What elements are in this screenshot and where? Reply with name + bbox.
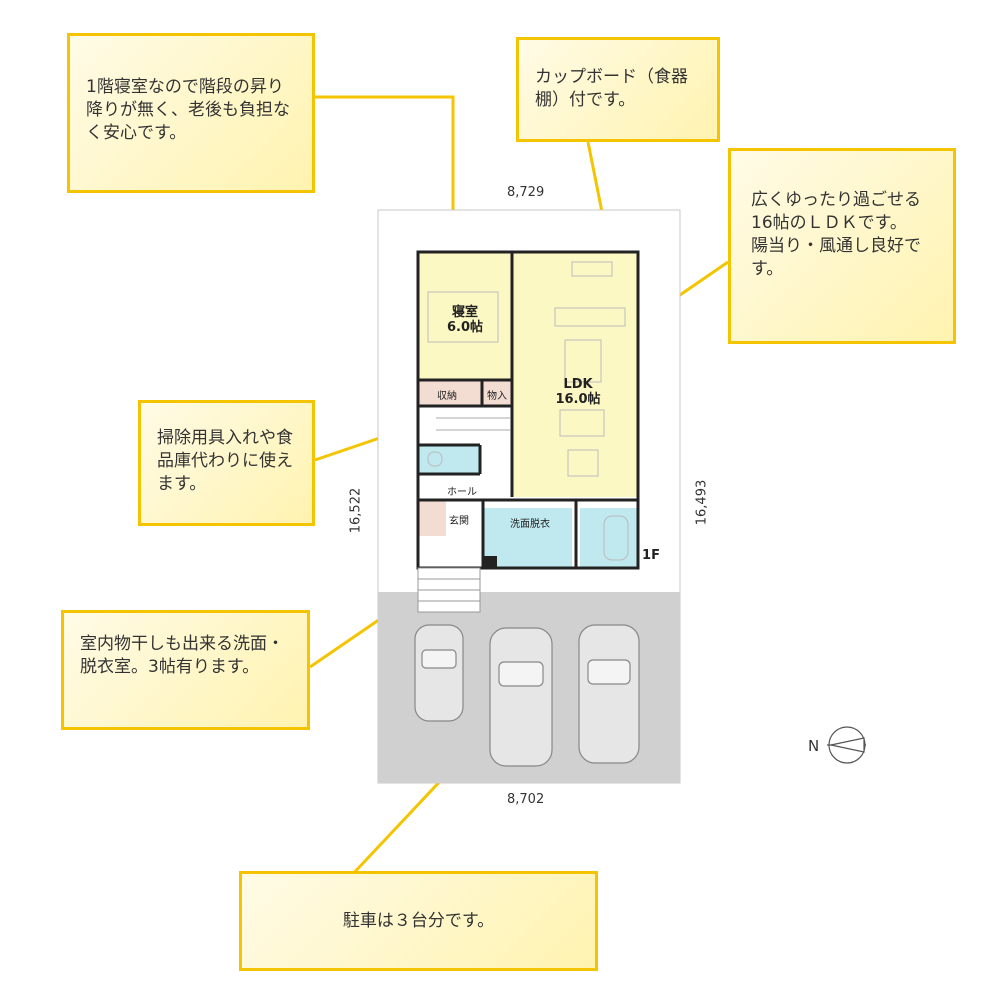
ldk-name: LDK bbox=[563, 377, 593, 392]
storage-area bbox=[418, 380, 482, 406]
compass-label: N bbox=[808, 737, 820, 755]
floor-label: 1F bbox=[642, 548, 660, 563]
dining-table bbox=[564, 339, 602, 383]
bed-outline bbox=[427, 291, 499, 343]
entrance-door-block bbox=[483, 556, 497, 568]
storage-label: 収納 bbox=[437, 391, 457, 402]
bedroom-area bbox=[418, 252, 512, 380]
washroom-area bbox=[483, 508, 572, 568]
closet-label: 物入 bbox=[487, 391, 507, 402]
closet-area bbox=[482, 380, 512, 406]
toilet-area bbox=[418, 445, 480, 474]
car-middle bbox=[489, 627, 553, 767]
dimension-left: 16,522 bbox=[348, 487, 364, 534]
toilet-bowl bbox=[427, 451, 443, 467]
compass-icon bbox=[827, 726, 866, 764]
note-parking: 駐車は３台分です。 bbox=[239, 871, 598, 971]
ldk-label: LDK 16.0帖 bbox=[548, 377, 608, 408]
leader-bedroom bbox=[315, 95, 455, 262]
note-laundry: 室内物干しも出来る洗面・脱衣室。3帖有ります。 bbox=[61, 610, 310, 730]
note-bedroom: 1階寝室なので階段の昇り降りが無く、老後も負担なく安心です。 bbox=[67, 33, 315, 193]
washroom-label: 洗面脱衣 bbox=[510, 519, 550, 530]
bedroom-size: 6.0帖 bbox=[446, 319, 484, 335]
hall-label: ホール bbox=[447, 487, 477, 498]
note-ldk: 広くゆったり過ごせる16帖のＬＤＫです。陽当り・風通し良好です。 bbox=[728, 148, 956, 344]
car-left bbox=[414, 624, 464, 722]
bedroom-label: 寝室 6.0帖 bbox=[438, 305, 492, 336]
ldk-size: 16.0帖 bbox=[555, 391, 601, 407]
dimension-top: 8,729 bbox=[507, 185, 545, 200]
cupboard-shape bbox=[571, 261, 613, 277]
kitchen-counter bbox=[554, 307, 626, 327]
dimension-bottom: 8,702 bbox=[507, 792, 545, 807]
bathtub bbox=[603, 515, 629, 561]
ldk-area bbox=[512, 252, 638, 497]
note-storage: 掃除用具入れや食品庫代わりに使えます。 bbox=[138, 400, 315, 526]
note-cupboard: カップボード（食器棚）付です。 bbox=[516, 37, 720, 142]
dimension-right: 16,493 bbox=[694, 479, 710, 526]
car-right bbox=[578, 624, 640, 764]
entrance-label: 玄関 bbox=[449, 516, 469, 527]
tv-board bbox=[567, 449, 599, 477]
entrance-storage-area bbox=[418, 500, 446, 536]
bedroom-name: 寝室 bbox=[451, 305, 478, 320]
sofa bbox=[559, 409, 605, 437]
